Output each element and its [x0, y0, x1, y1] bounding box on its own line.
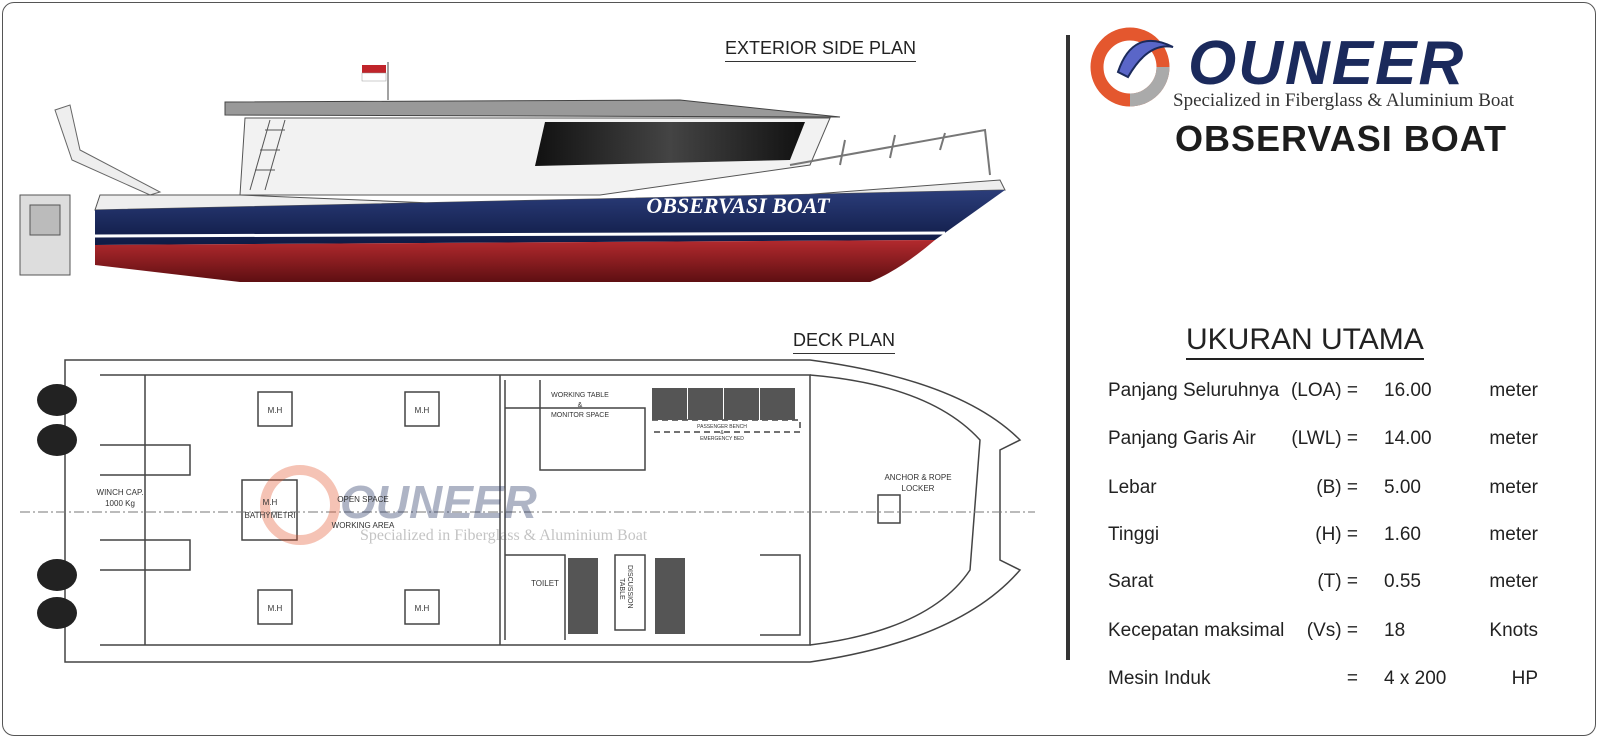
working-table-label: WORKING TABLE	[551, 392, 609, 399]
mh-label: M.H	[268, 604, 283, 613]
spec-value: 5.00	[1384, 477, 1421, 498]
open-space-label: OPEN SPACE	[337, 495, 388, 504]
hull-name-text: OBSERVASI BOAT	[646, 193, 831, 218]
svg-text:Specialized in Fiberglass & Al: Specialized in Fiberglass & Aluminium Bo…	[360, 527, 648, 544]
spec-code: (Vs) =	[1306, 620, 1358, 641]
spec-unit: meter	[1489, 524, 1538, 545]
winch-label: WINCH CAP.	[97, 488, 144, 497]
amp: &	[578, 402, 583, 409]
spec-row: Tinggi (H) = 1.60 meter	[1108, 524, 1548, 550]
spec-code: (LWL) =	[1291, 428, 1358, 449]
spec-code: (B) =	[1316, 477, 1358, 498]
spec-value: 18	[1384, 620, 1406, 641]
spec-value: 16.00	[1384, 380, 1432, 401]
amp: &	[720, 430, 724, 436]
emergency-bed-label: EMERGENCY BED	[700, 436, 744, 442]
passenger-bench-label: PASSENGER BENCH	[697, 424, 747, 430]
vertical-divider	[1066, 35, 1070, 660]
spec-label: Panjang Seluruhnya	[1108, 380, 1280, 401]
spec-label: Tinggi	[1108, 524, 1160, 545]
spec-unit: HP	[1511, 668, 1538, 689]
mh-bathymetri-label: M.H	[263, 498, 278, 507]
spec-unit: meter	[1489, 477, 1538, 498]
outboard-motors	[37, 384, 77, 629]
spec-value: 0.55	[1384, 571, 1421, 592]
logo-wordmark: OUNEER	[1188, 29, 1466, 98]
spec-row: Panjang Garis Air (LWL) = 14.00 meter	[1108, 428, 1548, 454]
mh-label: M.H	[415, 604, 430, 613]
locker-label: LOCKER	[902, 484, 935, 493]
spec-code: (LOA) =	[1290, 380, 1358, 401]
spec-value: 1.60	[1384, 524, 1421, 545]
svg-text:OUNEER: OUNEER	[340, 476, 537, 528]
logo-tagline: Specialized in Fiberglass & Aluminium Bo…	[1173, 90, 1515, 111]
spec-label: Lebar	[1108, 477, 1157, 498]
mh-label: M.H	[268, 406, 283, 415]
discussion-label: DISCUSSION	[626, 565, 633, 609]
spec-row: Kecepatan maksimal (Vs) = 18 Knots	[1108, 620, 1548, 646]
deck-plan-title: DECK PLAN	[793, 330, 896, 354]
exterior-side-drawing: OBSERVASI BOAT	[19, 62, 1006, 282]
spec-value: 4 x 200	[1384, 668, 1447, 689]
toilet-label: TOILET	[531, 579, 559, 588]
spec-label: Mesin Induk	[1108, 668, 1211, 689]
spec-unit: meter	[1489, 428, 1538, 449]
spec-code: =	[1346, 668, 1358, 689]
spec-code: (H) =	[1315, 524, 1358, 545]
company-logo: OUNEER Specialized in Fiberglass & Alumi…	[1088, 22, 1548, 114]
spec-label: Sarat	[1108, 571, 1154, 592]
spec-row: Sarat (T) = 0.55 meter	[1108, 571, 1548, 597]
spec-unit: meter	[1489, 380, 1538, 401]
spec-row: Mesin Induk = 4 x 200 HP	[1108, 668, 1548, 694]
exterior-side-plan-title: EXTERIOR SIDE PLAN	[725, 38, 917, 62]
anchor-locker-label: ANCHOR & ROPE	[884, 473, 951, 482]
logo-swirl-icon	[1090, 27, 1174, 107]
spec-unit: Knots	[1489, 620, 1538, 641]
spec-row: Panjang Seluruhnya (LOA) = 16.00 meter	[1108, 380, 1548, 406]
bathymetri-label: BATHYMETRI	[245, 511, 296, 520]
spec-code: (T) =	[1317, 571, 1358, 592]
spec-value: 14.00	[1384, 428, 1432, 449]
working-area-label: WORKING AREA	[332, 521, 395, 530]
motor-icon	[19, 194, 71, 276]
spec-unit: meter	[1489, 571, 1538, 592]
monitor-space-label: MONITOR SPACE	[551, 412, 609, 419]
table-label: TABLE	[618, 578, 625, 600]
specs-title: UKURAN UTAMA	[1186, 323, 1424, 360]
mh-label: M.H	[415, 406, 430, 415]
flag-icon	[361, 62, 389, 100]
spec-label: Kecepatan maksimal	[1108, 620, 1285, 641]
spec-row: Lebar (B) = 5.00 meter	[1108, 477, 1548, 503]
boat-title: OBSERVASI BOAT	[1175, 118, 1508, 159]
winch-capacity: 1000 Kg	[105, 499, 135, 508]
spec-label: Panjang Garis Air	[1108, 428, 1256, 449]
